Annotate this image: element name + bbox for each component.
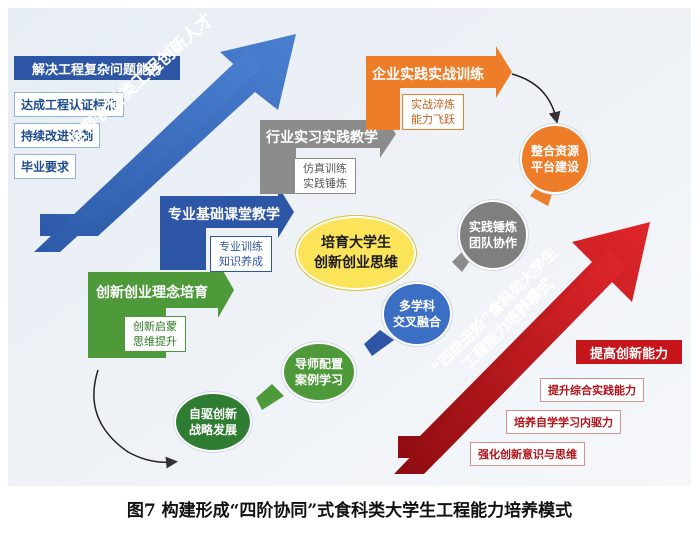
right-item-awareness: 强化创新意识与思维 [470,442,585,466]
step-sub-innovation-line1: 创新启蒙 [133,320,177,333]
left-item-certification: 达成工程认证标准 [14,92,125,117]
step-sub-classroom: 专业训练 知识养成 [210,236,272,272]
cycle-node-mentor-line2: 案例学习 [294,373,343,387]
step-sub-internship-line2: 实践锤炼 [303,177,347,190]
step-label-innovation: 创新创业理念培育 [96,285,208,301]
cycle-node-resources: 整合资源 平台建设 [520,124,590,194]
cycle-node-mentor-line1: 导师配置 [294,357,343,371]
step-sub-internship-line1: 仿真训练 [303,162,347,175]
cycle-node-teamwork: 实践锤炼 团队协作 [458,200,528,270]
figure-caption: 图7 构建形成“四阶协同”式食科类大学生工程能力培养模式 [126,501,573,521]
step-sub-innovation: 创新启蒙 思维提升 [124,316,186,352]
cycle-node-resources-line2: 平台建设 [530,160,579,174]
center-line2: 创新创业思维 [314,255,398,271]
step-sub-enterprise: 实战淬炼 能力飞跃 [402,94,464,130]
step-sub-enterprise-line1: 实战淬炼 [411,98,455,111]
left-item-requirements: 毕业要求 [14,154,77,179]
step-sub-internship: 仿真训练 实践锤炼 [294,158,356,194]
cycle-connector-arrows [256,188,554,410]
step-label-internship: 行业实习实践教学 [266,130,378,146]
big-blue-arrow-body [34,50,262,252]
step-sub-classroom-line1: 专业训练 [219,240,263,253]
cycle-node-self-driven-line1: 自驱创新 [188,407,237,421]
center-ellipse: 培育大学生 创新创业思维 [296,216,416,290]
cycle-node-teamwork-line2: 团队协作 [468,236,517,250]
right-panel-title: 提高创新能力 [576,340,682,364]
cycle-path [93,73,561,469]
step-arrow-orange [366,46,512,98]
cycle-node-interdisciplinary-line2: 交叉融合 [392,315,441,329]
cycle-node-resources-line1: 整合资源 [530,144,579,158]
center-line1: 培育大学生 [321,235,391,251]
right-item-motivation: 培养自学学习内驱力 [506,410,621,434]
right-panel-title-text: 提高创新能力 [589,346,668,362]
cycle-node-interdisciplinary-line1: 多学科 [398,299,435,313]
cycle-node-teamwork-line1: 实践锤炼 [468,220,517,234]
step-label-enterprise: 企业实践实战训练 [372,67,484,83]
left-panel-title-text: 解决工程复杂问题能力 [31,62,162,78]
cycle-node-self-driven-line2: 战略发展 [188,423,237,437]
cycle-node-interdisciplinary: 多学科 交叉融合 [382,282,452,346]
step-sub-innovation-line2: 思维提升 [133,335,177,348]
left-panel-title: 解决工程复杂问题能力 [14,56,180,80]
right-item-practice: 提升综合实践能力 [540,378,644,402]
step-sub-enterprise-line2: 能力飞跃 [411,113,455,126]
step-sub-classroom-line2: 知识养成 [219,255,263,268]
cycle-node-self-driven: 自驱创新 战略发展 [174,392,252,452]
cycle-node-mentor: 导师配置 案例学习 [282,342,356,402]
step-label-classroom: 专业基础课堂教学 [168,207,280,223]
big-red-arrow-body [394,250,626,474]
left-item-improvement: 持续改进机制 [14,123,101,148]
